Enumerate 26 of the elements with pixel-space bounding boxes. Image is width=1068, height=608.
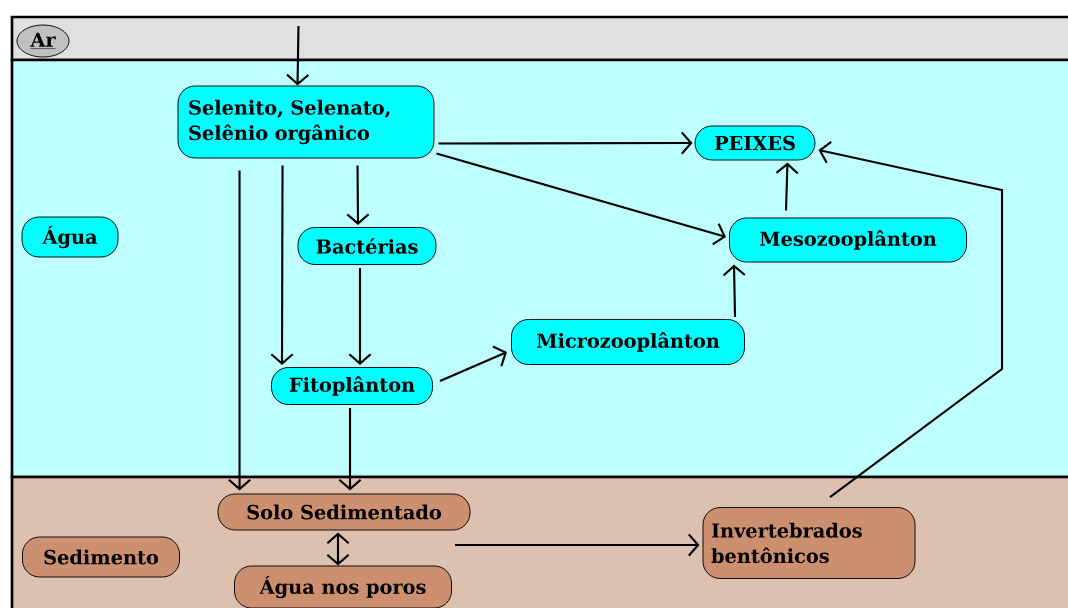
rounded-box: Solo Sedimentado [217,493,471,531]
rounded-box: Água nos poros [234,565,452,608]
rounded-box: Mesozooplânton [729,217,967,263]
arrow [338,408,362,491]
rounded-box: Fitoplânton [271,367,433,405]
arrow [436,152,726,246]
arrow [818,141,1004,498]
layer-label: Água [21,216,119,258]
arrow [228,170,251,491]
layer-label: Sedimento [22,536,180,578]
arrow [438,131,693,155]
rounded-box: Invertebrados bentônicos [702,507,916,579]
rounded-box: Selenito, Selenato, Selênio orgânico [177,85,435,159]
arrow [439,345,507,382]
rounded-box: Bactérias [297,227,437,265]
arrow [346,165,370,225]
arrow [775,162,799,211]
arrow [286,26,310,86]
layer-label: Ar [16,24,70,58]
arrow [326,532,350,566]
arrow [722,264,746,318]
arrow [348,268,372,365]
arrow [270,165,294,365]
arrow [455,533,700,557]
rounded-box: Microzooplânton [511,319,745,365]
rounded-box: PEIXES [694,125,816,161]
